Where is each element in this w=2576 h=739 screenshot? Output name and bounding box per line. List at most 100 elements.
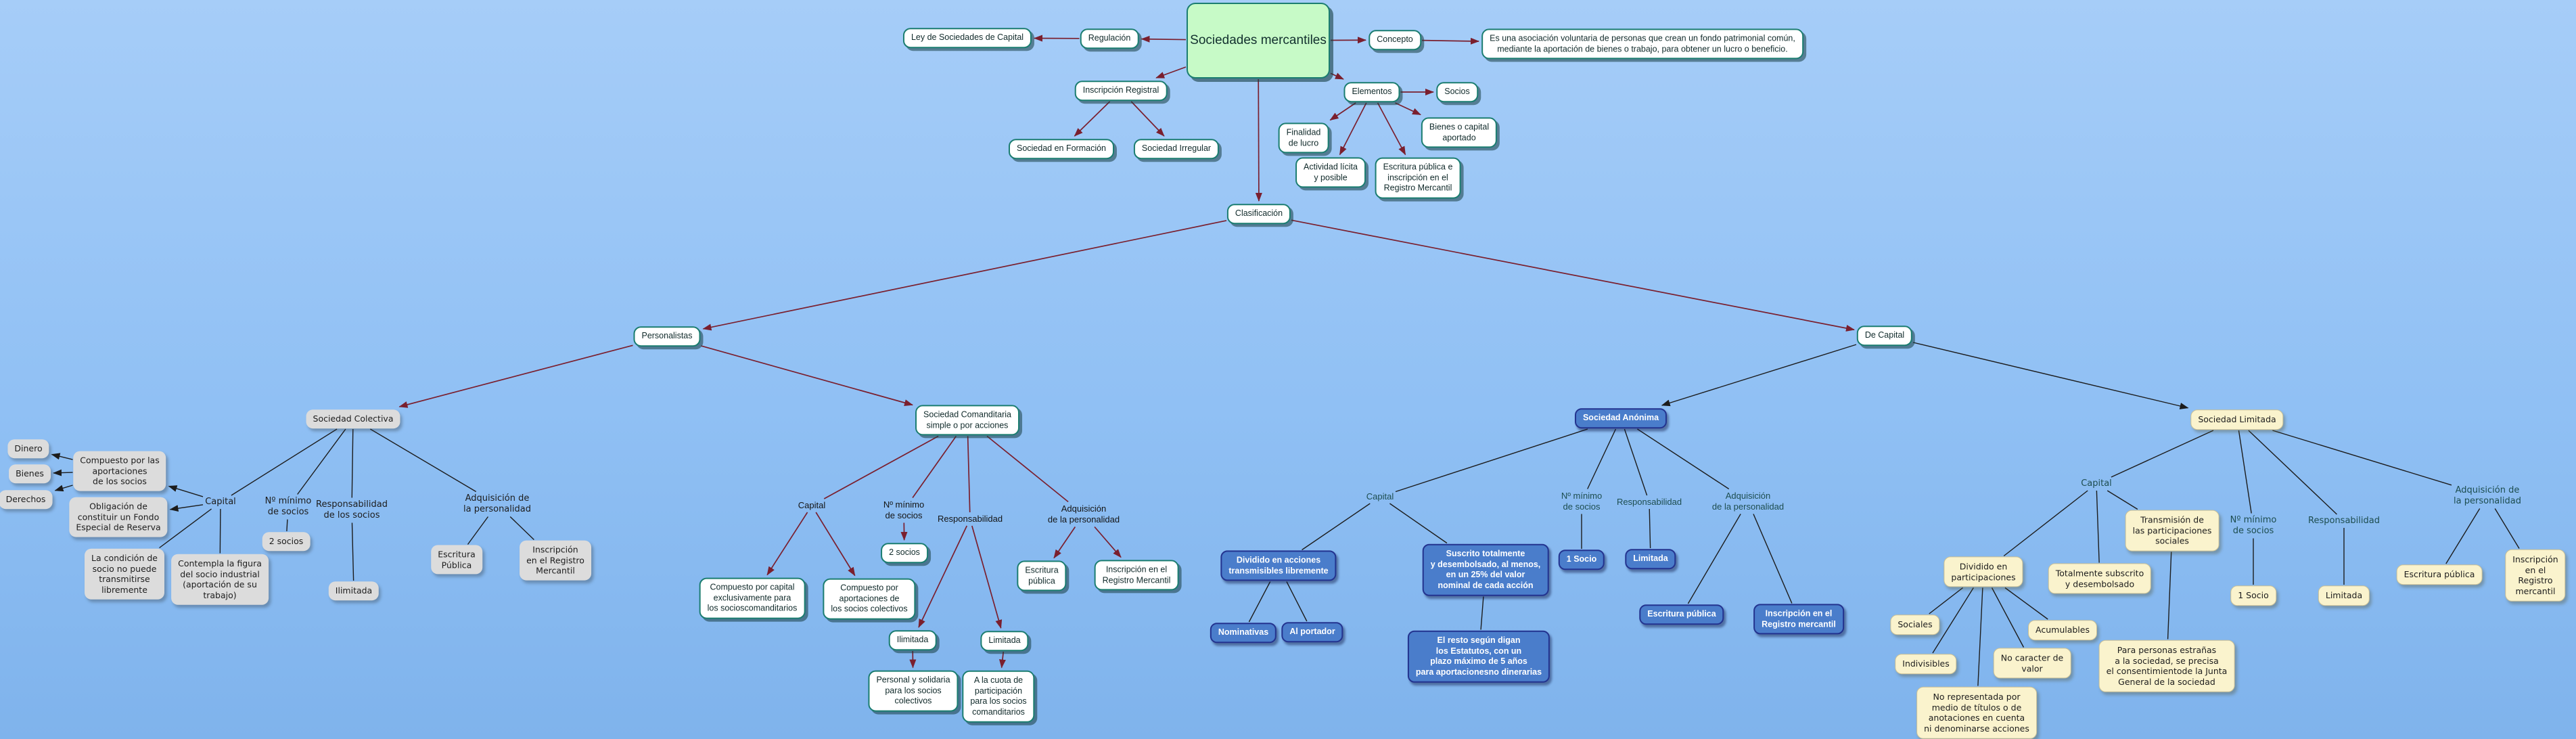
concept-node-soc-comanditaria[interactable]: Sociedad Comanditaria simple o por accio… bbox=[915, 405, 1019, 436]
edge-compuesto-apor-to-bienes bbox=[53, 469, 73, 476]
concept-node-escr-pub4[interactable]: Escritura pública bbox=[2396, 564, 2483, 585]
concept-node-insc-rm2[interactable]: Inscripción en el Registro Mercantil bbox=[1094, 560, 1179, 591]
concept-node-escritura-insc[interactable]: Escritura pública e inscripción en el Re… bbox=[1375, 157, 1461, 199]
concept-node-totalmente[interactable]: Totalmente subscrito y desembolsado bbox=[2048, 563, 2152, 594]
concept-node-personas[interactable]: Para personas estrañas a la sociedad, se… bbox=[2098, 640, 2235, 692]
edge-personalistas-to-soc-colectiva bbox=[398, 344, 633, 408]
concept-node-condicion[interactable]: La condición de socio no puede transmiti… bbox=[85, 548, 164, 600]
concept-node-insc-rm3[interactable]: Inscripción en el Registro mercantil bbox=[1753, 604, 1844, 635]
edge-capital1-to-contempla bbox=[219, 508, 221, 554]
edge-adq2-to-escr-pub2 bbox=[1053, 527, 1076, 559]
edge-dividido-part-to-acumulables bbox=[2004, 587, 2048, 620]
concept-node-resp1[interactable]: Responsabilidad de los socios bbox=[316, 499, 388, 520]
concept-node-escr-pub2[interactable]: Escritura pública bbox=[1017, 560, 1067, 591]
edge-dividido-part-to-no-caracter bbox=[1991, 587, 2025, 648]
concept-node-nmin1[interactable]: Nº mínimo de socios bbox=[264, 495, 312, 517]
concept-node-personalistas[interactable]: Personalistas bbox=[633, 326, 701, 346]
concept-node-nmin4[interactable]: Nº mínimo de socios bbox=[2230, 514, 2277, 536]
concept-node-compuesto-apor[interactable]: Compuesto por las aportaciones de los so… bbox=[73, 451, 166, 491]
concept-node-soc-colectiva[interactable]: Sociedad Colectiva bbox=[306, 409, 400, 428]
edge-soc-comanditaria-to-adq2 bbox=[986, 435, 1069, 503]
concept-node-dividido-part[interactable]: Dividido en participaciones bbox=[1944, 556, 2023, 587]
concept-node-resp4[interactable]: Responsabilidad bbox=[2308, 515, 2380, 526]
concept-node-ley[interactable]: Ley de Sociedades de Capital bbox=[902, 28, 1032, 48]
concept-node-socios2-1[interactable]: 2 socios bbox=[262, 532, 310, 551]
concept-node-soc-form[interactable]: Sociedad en Formación bbox=[1008, 139, 1115, 159]
concept-node-elementos[interactable]: Elementos bbox=[1343, 82, 1400, 102]
concept-node-escr-pub3[interactable]: Escritura pública bbox=[1639, 604, 1724, 625]
concept-node-no-caracter[interactable]: No caracter de valor bbox=[1993, 648, 2071, 679]
concept-node-insc-rm1[interactable]: Inscripción en el Registro Mercantil bbox=[520, 540, 591, 581]
concept-node-clasificacion[interactable]: Clasificación bbox=[1226, 204, 1291, 224]
concept-node-dinero[interactable]: Dinero bbox=[7, 439, 49, 458]
concept-node-socio1-4[interactable]: 1 Socio bbox=[2230, 585, 2276, 606]
concept-node-personal-sol[interactable]: Personal y solidaria para los socios col… bbox=[868, 670, 959, 712]
edge-main-to-clasificacion bbox=[1255, 79, 1262, 202]
concept-node-al-portador[interactable]: Al portador bbox=[1281, 622, 1343, 642]
concept-node-socios2-2[interactable]: 2 socios bbox=[881, 543, 928, 563]
concept-node-no-representada[interactable]: No representada por medio de títulos o d… bbox=[1916, 686, 2037, 739]
edge-soc-anonima-to-nmin3 bbox=[1587, 428, 1617, 489]
concept-node-contempla[interactable]: Contempla la figura del socio industrial… bbox=[171, 554, 269, 605]
concept-node-limitada2[interactable]: Limitada bbox=[980, 631, 1029, 651]
concept-node-soc-irr[interactable]: Sociedad Irregular bbox=[1133, 139, 1220, 159]
concept-node-actividad[interactable]: Actividad lícita y posible bbox=[1295, 157, 1366, 188]
concept-node-bienes-cap[interactable]: Bienes o capital aportado bbox=[1421, 117, 1498, 148]
edge-capital3-to-dividido-acc bbox=[1302, 503, 1371, 551]
concept-node-dividido-acc[interactable]: Dividido en acciones transmisibles libre… bbox=[1220, 550, 1337, 581]
edge-capital4-to-totalmente bbox=[2096, 490, 2100, 563]
edge-adq1-to-escr-pub1 bbox=[467, 516, 489, 545]
concept-node-transmision[interactable]: Transmisión de las participaciones socia… bbox=[2125, 510, 2220, 552]
concept-node-capital2[interactable]: Capital bbox=[798, 499, 826, 510]
concept-node-nmin3[interactable]: Nº mínimo de socios bbox=[1561, 490, 1603, 512]
concept-node-adq3[interactable]: Adquisición de la personalidad bbox=[1711, 490, 1785, 512]
concept-node-nominativas[interactable]: Nominativas bbox=[1210, 623, 1277, 643]
concept-node-cuota[interactable]: A la cuota de participación para los soc… bbox=[962, 670, 1035, 723]
edge-dividido-part-to-no-representada bbox=[1977, 587, 1983, 686]
concept-node-derechos[interactable]: Derechos bbox=[0, 490, 53, 509]
concept-node-concepto[interactable]: Concepto bbox=[1368, 30, 1421, 50]
concept-node-comp-capital[interactable]: Compuesto por capital exclusivamente par… bbox=[699, 577, 806, 619]
concept-node-socios[interactable]: Socios bbox=[1436, 82, 1478, 102]
edge-capital2-to-comp-aport bbox=[815, 512, 856, 577]
edge-soc-colectiva-to-resp1 bbox=[351, 428, 354, 498]
concept-node-insc-rm4[interactable]: Inscripción en el Registro mercantil bbox=[2505, 549, 2566, 602]
concept-node-limitada3[interactable]: Limitada bbox=[1625, 549, 1676, 569]
concept-node-soc-anonima[interactable]: Sociedad Anónima bbox=[1574, 408, 1668, 428]
edge-de-capital-to-soc-anonima bbox=[1661, 344, 1857, 407]
concept-node-ilimitada1[interactable]: Ilimitada bbox=[328, 581, 380, 600]
concept-node-obligacion[interactable]: Obligación de constituir un Fondo Especi… bbox=[69, 497, 168, 537]
concept-node-adq2[interactable]: Adquisición de la personalidad bbox=[1047, 503, 1120, 524]
concept-node-adq4[interactable]: Adquisición de la personalidad bbox=[2454, 485, 2521, 506]
concept-node-sociales[interactable]: Sociales bbox=[1890, 614, 1940, 635]
concept-node-resp3[interactable]: Responsabilidad bbox=[1616, 496, 1682, 507]
concept-node-insc-reg[interactable]: Inscripción Registral bbox=[1074, 81, 1168, 101]
concept-node-adq1[interactable]: Adquisición de la personalidad bbox=[463, 493, 531, 514]
concept-node-limitada4[interactable]: Limitada bbox=[2318, 585, 2370, 606]
concept-node-capital4[interactable]: Capital bbox=[2081, 478, 2112, 489]
concept-node-concepto-def[interactable]: Es una asociación voluntaria de personas… bbox=[1481, 28, 1803, 60]
concept-node-soc-limitada[interactable]: Sociedad Limitada bbox=[2190, 409, 2284, 430]
edge-soc-colectiva-to-capital1 bbox=[231, 428, 338, 496]
concept-node-capital3[interactable]: Capital bbox=[1366, 491, 1394, 501]
concept-node-escr-pub1[interactable]: Escritura Pública bbox=[431, 545, 482, 575]
edge-resp3-to-limitada3 bbox=[1649, 508, 1651, 549]
concept-node-indivisibles[interactable]: Indivisibles bbox=[1895, 654, 1957, 674]
concept-node-acumulables[interactable]: Acumulables bbox=[2028, 620, 2097, 640]
concept-node-ilimitada2[interactable]: Ilimitada bbox=[888, 630, 937, 650]
edge-dividido-acc-to-nominativas bbox=[1248, 581, 1271, 623]
concept-node-regulacion[interactable]: Regulación bbox=[1080, 28, 1139, 49]
concept-node-resp2[interactable]: Responsabilidad bbox=[937, 513, 1003, 524]
concept-node-nmin2[interactable]: Nº mínimo de socios bbox=[883, 499, 925, 520]
edge-adq3-to-insc-rm3 bbox=[1753, 514, 1793, 604]
concept-node-comp-aport[interactable]: Compuesto por aportaciones de los socios… bbox=[823, 578, 916, 620]
concept-node-resto[interactable]: El resto según digan los Estatutos, con … bbox=[1407, 630, 1550, 683]
concept-node-main[interactable]: Sociedades mercantiles bbox=[1187, 3, 1330, 79]
concept-node-de-capital[interactable]: De Capital bbox=[1856, 326, 1913, 346]
concept-node-socio1-3[interactable]: 1 Socio bbox=[1558, 550, 1605, 570]
concept-node-capital1[interactable]: Capital bbox=[205, 496, 236, 507]
concept-node-bienes[interactable]: Bienes bbox=[9, 464, 51, 483]
concept-node-finalidad[interactable]: Finalidad de lucro bbox=[1278, 122, 1329, 154]
concept-node-suscrito[interactable]: Suscrito totalmente y desembolsado, al m… bbox=[1422, 543, 1549, 596]
